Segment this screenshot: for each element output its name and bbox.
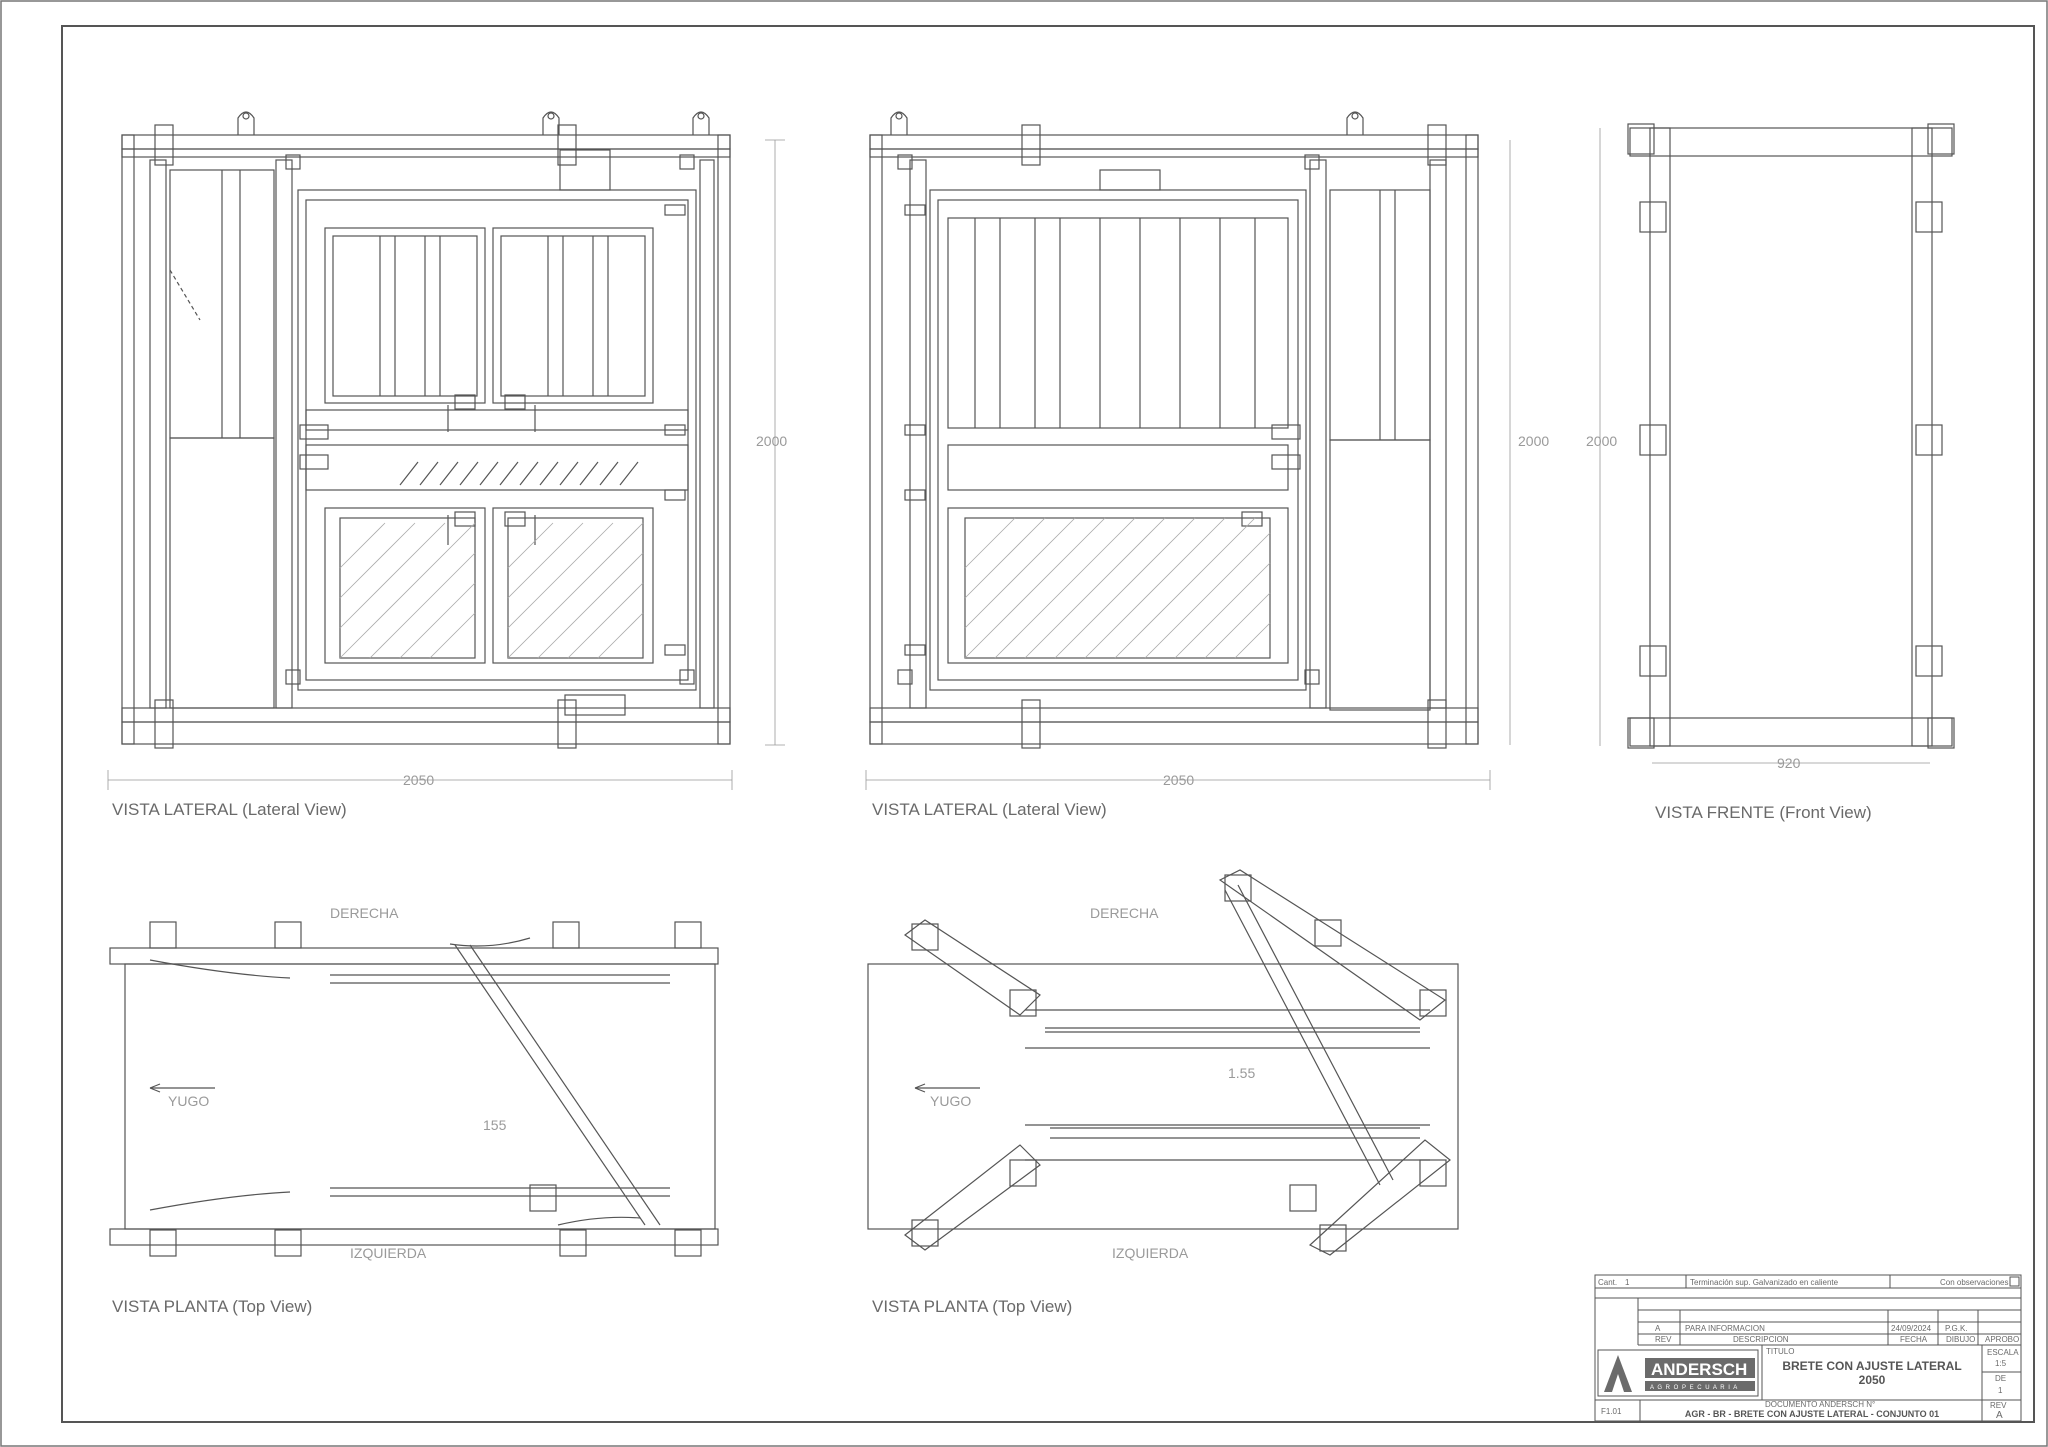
tb-scale-value: 1:5: [1995, 1359, 2007, 1368]
andersch-logo: [1597, 1349, 1759, 1397]
tb-header-desc: DESCRIPCION: [1733, 1335, 1789, 1344]
top-view-1-right-label: DERECHA: [330, 905, 399, 921]
lateral-view-1: [121, 111, 731, 749]
tb-company-sub: A G R O P E C U A R I A: [1650, 1385, 1738, 1391]
tb-rev-by: P.G.K.: [1945, 1324, 1968, 1333]
tb-rev-label: REV: [1990, 1401, 2007, 1410]
tb-rev-a: A: [1655, 1324, 1661, 1333]
tb-sheet-label: DE: [1995, 1374, 2006, 1383]
front-view-dims: [1599, 128, 1930, 764]
front-view-title: VISTA FRENTE (Front View): [1655, 803, 1872, 822]
tb-title-label: TITULO: [1766, 1347, 1794, 1356]
tb-title-line1: BRETE CON AJUSTE LATERAL: [1782, 1359, 1961, 1373]
tb-rev-value: A: [1996, 1410, 2003, 1421]
tb-observations: Con observaciones: [1940, 1278, 2008, 1287]
top-view-2-right-label: DERECHA: [1090, 905, 1159, 921]
drawing-frame: [61, 25, 2035, 1423]
tb-doc-number: AGR - BR - BRETE CON AJUSTE LATERAL - CO…: [1685, 1409, 1939, 1419]
tb-scale-label: ESCALA: [1987, 1348, 2019, 1357]
top-view-1-diag-dim: 155: [483, 1117, 507, 1133]
lateral-view-2-width-dim: 2050: [1163, 772, 1194, 788]
lateral-view-2: [869, 111, 1479, 749]
top-view-2-direction: YUGO: [930, 1093, 971, 1109]
top-view-1-title: VISTA PLANTA (Top View): [112, 1297, 312, 1316]
lateral-view-1-hatch: [339, 522, 644, 659]
top-view-2: [867, 869, 1459, 1256]
front-view-width-dim: 920: [1777, 755, 1801, 771]
top-view-2-diag-dim: 1.55: [1228, 1065, 1255, 1081]
lateral-view-2-hatch: [964, 517, 1271, 659]
title-block: [1594, 1274, 2022, 1422]
top-view-1-left-label: IZQUIERDA: [350, 1245, 427, 1261]
top-view-2-title: VISTA PLANTA (Top View): [872, 1297, 1072, 1316]
tb-format: F1.01: [1601, 1407, 1622, 1416]
tb-header-rev: REV: [1655, 1335, 1672, 1344]
top-view-1: [109, 921, 719, 1257]
top-view-1-direction: YUGO: [168, 1093, 209, 1109]
top-view-2-left-label: IZQUIERDA: [1112, 1245, 1189, 1261]
tb-finish: Terminación sup. Galvanizado en caliente: [1690, 1278, 1839, 1287]
lateral-view-2-title: VISTA LATERAL (Lateral View): [872, 800, 1107, 819]
front-view: [1627, 123, 1955, 749]
tb-header-by: DIBUJO: [1946, 1335, 1975, 1344]
tb-cant-label: Cant.: [1598, 1278, 1617, 1287]
tb-rev-date: 24/09/2024: [1891, 1324, 1932, 1333]
tb-header-date: FECHA: [1900, 1335, 1928, 1344]
lateral-view-2-height-dim: 2000: [1518, 433, 1549, 449]
lateral-view-2-dims: [865, 140, 1511, 790]
tb-cant-value: 1: [1625, 1278, 1630, 1287]
tb-company: ANDERSCH: [1651, 1360, 1747, 1379]
lateral-view-1-dims: [107, 139, 785, 790]
front-view-height-dim: 2000: [1586, 433, 1617, 449]
lateral-view-1-width-dim: 2050: [403, 772, 434, 788]
tb-title-line2: 2050: [1859, 1373, 1886, 1387]
tb-doc-label: DOCUMENTO ANDERSCH N°: [1765, 1400, 1875, 1409]
lateral-view-1-title: VISTA LATERAL (Lateral View): [112, 800, 347, 819]
lateral-view-1-height-dim: 2000: [756, 433, 787, 449]
tb-sheet-value: 1: [1998, 1386, 2003, 1395]
tb-rev-desc: PARA INFORMACION: [1685, 1324, 1765, 1333]
tb-header-approved: APROBO: [1985, 1335, 2019, 1344]
